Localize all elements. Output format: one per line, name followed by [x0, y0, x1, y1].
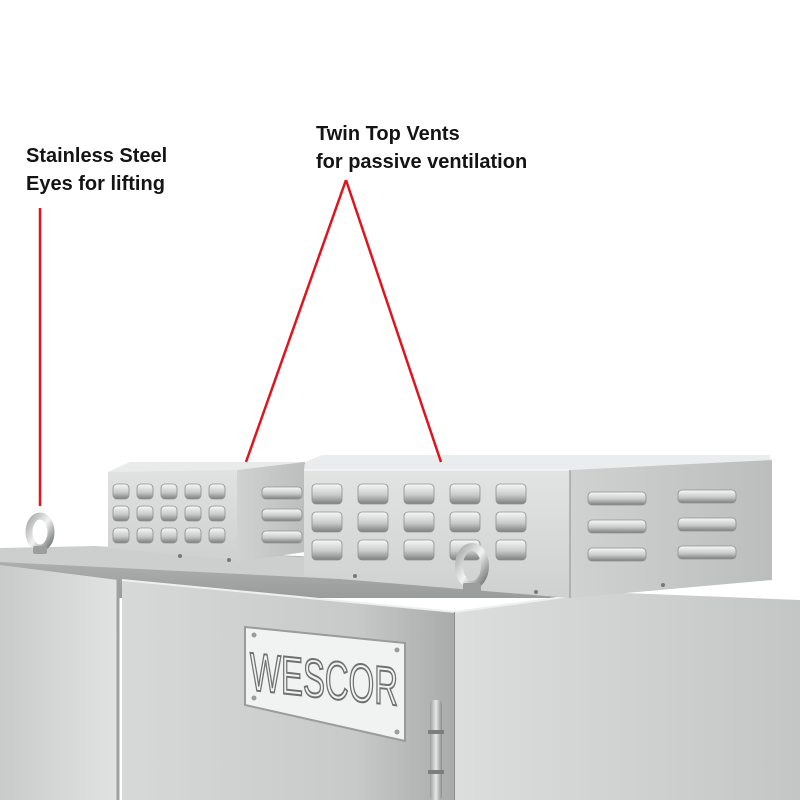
vent-louver	[112, 483, 130, 500]
vent-louver	[136, 527, 154, 544]
right-top-vent	[178, 455, 772, 598]
vent-louver	[357, 511, 389, 533]
vent-louver	[208, 483, 226, 500]
vent-louver	[261, 530, 303, 544]
vent-louver	[357, 539, 389, 561]
left-vent-pointer-line	[244, 179, 348, 463]
left-vent-louvers	[112, 483, 303, 544]
vent-louver	[495, 511, 527, 533]
vent-louver	[677, 517, 737, 532]
vent-louver	[449, 511, 481, 533]
vent-louver	[677, 545, 737, 560]
vent-louver	[112, 527, 130, 544]
vent-louver	[587, 491, 647, 506]
vent-louver	[677, 489, 737, 504]
lifting-eyes-callout-line1: Stainless Steel	[26, 145, 168, 167]
vent-louver	[449, 483, 481, 505]
brand-plate: WESCOR	[244, 625, 406, 743]
vent-louver	[403, 511, 435, 533]
vent-louver	[403, 539, 435, 561]
vent-louver	[357, 483, 389, 505]
vent-louver	[495, 539, 527, 561]
vent-louver	[184, 483, 202, 500]
vent-louver	[184, 527, 202, 544]
vent-louver	[587, 519, 647, 534]
lifting-eyes-callout-line2: Eyes for lifting	[26, 173, 165, 195]
top-vents-callout-line2: for passive ventilation	[316, 151, 528, 173]
left-door	[0, 565, 120, 800]
right-lifting-eye	[455, 543, 489, 595]
top-vents-callout-line1: Twin Top Vents	[316, 123, 460, 145]
vent-louver	[403, 483, 435, 505]
vent-louver	[160, 527, 178, 544]
vent-louver	[311, 539, 343, 561]
top-vents-callout: Twin Top Vents for passive ventilation	[316, 120, 527, 176]
vent-louver	[587, 547, 647, 562]
vent-louver	[208, 505, 226, 522]
vent-louver	[311, 511, 343, 533]
left-lifting-eye	[25, 512, 55, 554]
vent-louver	[160, 505, 178, 522]
left-top-vent	[108, 462, 305, 562]
vent-louver	[136, 483, 154, 500]
vent-louver	[311, 483, 343, 505]
vent-louver	[112, 505, 130, 522]
lifting-eyes-callout: Stainless Steel Eyes for lifting	[26, 142, 167, 198]
vent-louver	[136, 505, 154, 522]
vent-louver	[261, 508, 303, 522]
door-hinge	[428, 700, 444, 800]
vent-louver	[160, 483, 178, 500]
enclosure-side-panel	[454, 591, 800, 800]
vent-louver	[261, 486, 303, 500]
vent-louver	[208, 527, 226, 544]
callout-lines	[38, 179, 443, 506]
vent-louver	[495, 483, 527, 505]
right-vent-pointer-line	[344, 179, 443, 463]
vent-louver	[184, 505, 202, 522]
